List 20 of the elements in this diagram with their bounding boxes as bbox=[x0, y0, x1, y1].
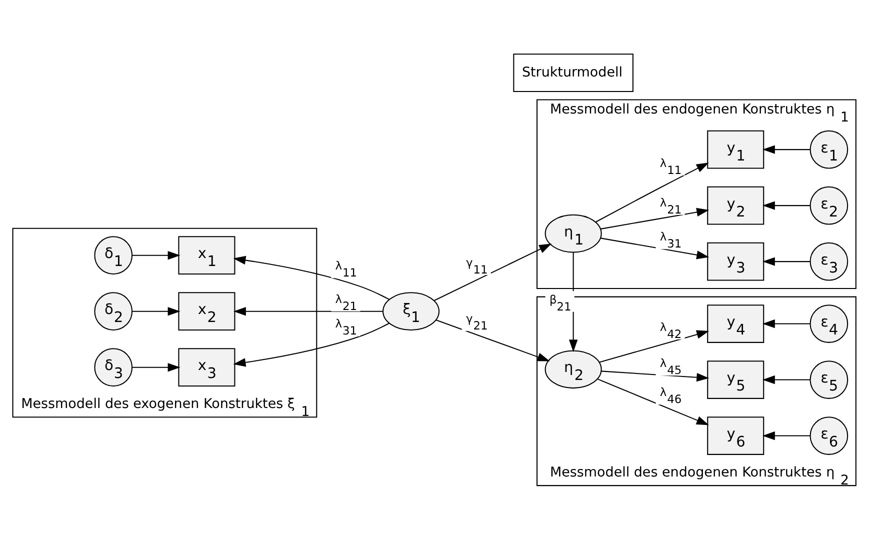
arrow bbox=[762, 257, 810, 266]
arrow bbox=[233, 322, 390, 367]
arrow bbox=[597, 378, 709, 426]
arrow bbox=[132, 362, 180, 372]
arrow bbox=[762, 201, 810, 210]
arrow bbox=[762, 145, 810, 154]
arrow bbox=[762, 319, 810, 328]
arrow bbox=[599, 330, 710, 363]
arrow bbox=[602, 370, 710, 382]
arrow bbox=[436, 320, 550, 362]
arrow bbox=[600, 208, 710, 230]
node-box: Strukturmodell bbox=[513, 54, 634, 92]
arrow bbox=[132, 250, 180, 260]
arrow bbox=[600, 238, 710, 260]
arrow bbox=[595, 162, 709, 222]
arrow bbox=[132, 306, 180, 316]
arrow bbox=[762, 375, 810, 384]
arrow bbox=[233, 306, 383, 316]
arrow bbox=[762, 431, 810, 440]
arrow bbox=[434, 244, 552, 301]
